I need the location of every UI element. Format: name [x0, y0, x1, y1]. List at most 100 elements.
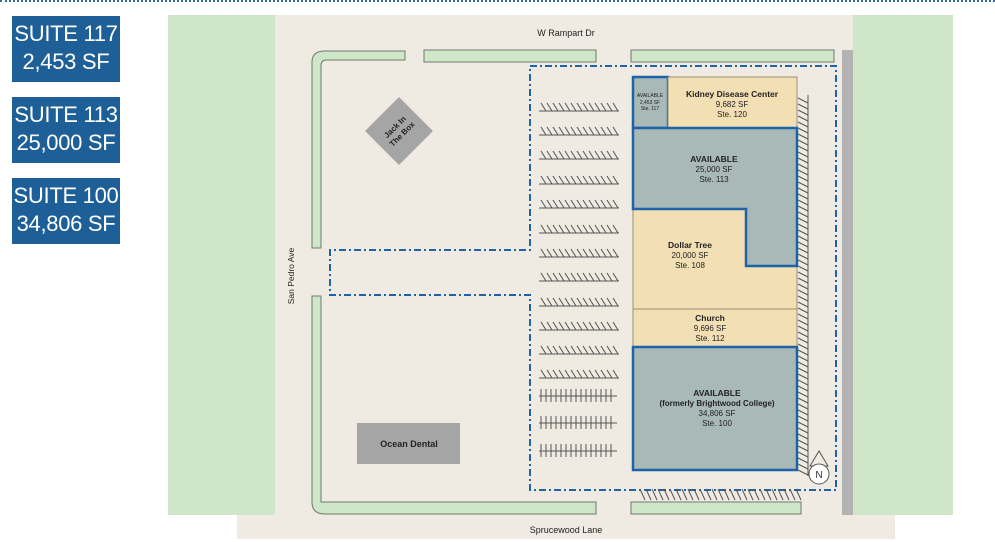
- south-parking-stalls: [639, 488, 802, 501]
- parking-stall-line: [570, 248, 577, 258]
- parking-stall-line: [570, 150, 577, 160]
- parking-stall-line: [759, 488, 766, 501]
- unit-ste-117-suite: Ste. 117: [641, 106, 659, 112]
- parking-stall-line: [606, 224, 613, 234]
- parking-stall-line: [797, 445, 809, 452]
- parking-stall-line: [558, 272, 565, 282]
- parking-stall-line: [797, 379, 809, 386]
- parking-stall-line: [582, 321, 589, 331]
- parking-stall-line: [797, 217, 809, 224]
- parking-stall-line: [600, 297, 607, 307]
- parking-stall-line: [606, 297, 613, 307]
- parking-stall-line: [741, 488, 748, 501]
- parking-stall-line: [558, 248, 565, 258]
- landscape-strip-north-mid: [423, 49, 597, 63]
- unit-ste-108-area: 20,000 SF: [672, 251, 709, 260]
- parking-stall-line: [606, 272, 613, 282]
- parking-stall-line: [645, 488, 652, 501]
- ocean-dental-building: [357, 423, 460, 464]
- parking-stall-line: [576, 272, 583, 282]
- unit-ste-113[interactable]: AVAILABLE 25,000 SF Ste. 113: [631, 126, 799, 268]
- suite-117-area: 2,453 SF: [22, 49, 110, 74]
- parking-stall-line: [797, 169, 809, 176]
- parking-stall-line: [564, 224, 571, 234]
- parking-stall-line: [546, 150, 553, 160]
- parking-stall-line: [797, 193, 809, 200]
- unit-ste-112-area: 9,696 SF: [694, 324, 727, 333]
- parking-stall-line: [797, 133, 809, 140]
- parking-stall-line: [582, 224, 589, 234]
- parking-stall-line: [797, 289, 809, 296]
- parking-stall-line: [570, 224, 577, 234]
- jack-in-the-box-pad[interactable]: Jack In The Box: [365, 97, 433, 165]
- parking-stall-line: [797, 175, 809, 182]
- unit-ste-112-title: Church: [695, 313, 725, 323]
- parking-stall-line: [657, 488, 664, 501]
- suite-117-name: SUITE 117: [14, 21, 118, 46]
- parking-stall-line: [797, 205, 809, 212]
- parking-stall-line: [576, 369, 583, 379]
- parking-stall-line: [588, 248, 595, 258]
- unit-ste-117[interactable]: AVAILABLE 2,453 SF Ste. 117: [631, 75, 670, 130]
- parking-stall-line: [797, 307, 809, 314]
- parking-stall-line: [546, 175, 553, 185]
- parking-stall-line: [797, 181, 809, 188]
- property-boundary-line: [329, 65, 837, 491]
- parking-stall-line: [582, 102, 589, 112]
- parking-stall-line: [540, 321, 547, 331]
- parking-stall-line: [576, 321, 583, 331]
- parking-stall-line: [588, 369, 595, 379]
- parking-stall-line: [588, 126, 595, 136]
- parking-stall-line: [546, 248, 553, 258]
- parking-stall-line: [570, 126, 577, 136]
- parking-stall-line: [687, 488, 694, 501]
- parking-stall-line: [594, 175, 601, 185]
- parking-stall-line: [797, 103, 809, 110]
- parking-stall-line: [600, 369, 607, 379]
- parking-stall-line: [600, 224, 607, 234]
- parking-stall-line: [540, 102, 547, 112]
- unit-ste-112[interactable]: Church 9,696 SF Ste. 112: [632, 308, 798, 348]
- parking-stall-line: [651, 488, 658, 501]
- parking-stall-line: [797, 199, 809, 206]
- parking-stall-line: [797, 319, 809, 326]
- parking-stall-line: [588, 345, 595, 355]
- north-arrow-icon: N: [808, 450, 830, 485]
- parking-stall-line: [582, 199, 589, 209]
- parking-stall-line: [546, 126, 553, 136]
- parking-stall-line: [797, 355, 809, 362]
- parking-stall-line: [594, 345, 601, 355]
- parking-stall-line: [588, 102, 595, 112]
- parking-stall-line: [777, 488, 784, 501]
- suite-100-badge: SUITE 100 34,806 SF: [12, 178, 120, 244]
- unit-ste-100[interactable]: AVAILABLE (formerly Brightwood College) …: [631, 345, 799, 472]
- parking-stall-line: [797, 367, 809, 374]
- parking-stall-line: [797, 271, 809, 278]
- parking-stall-line: [600, 248, 607, 258]
- parking-stall-line: [797, 349, 809, 356]
- unit-ste-100-area: 34,806 SF: [699, 409, 736, 418]
- parking-stall-line: [540, 175, 547, 185]
- parking-stall-line: [771, 488, 778, 501]
- parking-stall-line: [576, 297, 583, 307]
- unit-ste-112-outline: [632, 308, 798, 348]
- ocean-dental-pad[interactable]: Ocean Dental: [357, 423, 460, 464]
- parking-stall-line: [797, 265, 809, 272]
- parking-stall-line: [797, 259, 809, 266]
- parking-stall-line: [588, 175, 595, 185]
- street-label-w-rampart: W Rampart Dr: [537, 28, 595, 38]
- parking-stall-line: [552, 224, 559, 234]
- parking-stall-line: [612, 321, 619, 331]
- parking-stall-line: [576, 248, 583, 258]
- parking-stall-line: [612, 199, 619, 209]
- parking-stall-line: [797, 409, 809, 416]
- parking-stall-line: [606, 102, 613, 112]
- jack-in-the-box-building: [365, 97, 433, 165]
- parking-stall-line: [576, 126, 583, 136]
- parking-stall-line: [558, 102, 565, 112]
- parking-stall-line: [612, 150, 619, 160]
- landscape-strip-northwest: [311, 50, 406, 249]
- unit-ste-120[interactable]: Kidney Disease Center 9,682 SF Ste. 120: [667, 76, 798, 129]
- parking-stall-line: [540, 369, 547, 379]
- parking-stall-line: [765, 488, 772, 501]
